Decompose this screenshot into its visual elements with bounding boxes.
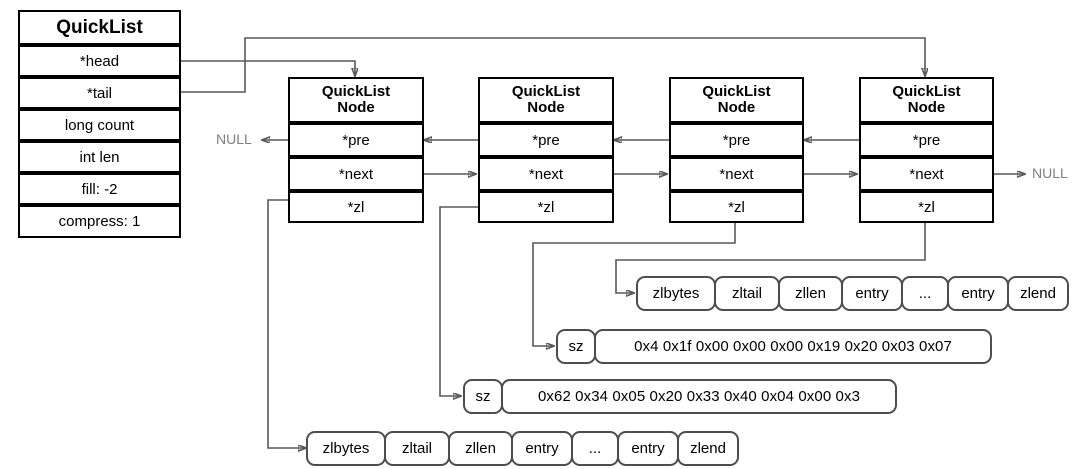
ziplist-1-cell-entry-first: entry bbox=[841, 276, 903, 311]
node-3-next[interactable]: *next bbox=[669, 157, 804, 191]
node-2-title: QuickList Node bbox=[478, 77, 614, 123]
ziplist-2-cell-entry-first: entry bbox=[511, 431, 573, 466]
node-2-title-line2: Node bbox=[527, 99, 565, 116]
sz-block-2-bytes: 0x62 0x34 0x05 0x20 0x33 0x40 0x04 0x00 … bbox=[501, 379, 897, 414]
node-1-title: QuickList Node bbox=[288, 77, 424, 123]
null-label-right: NULL bbox=[1032, 165, 1068, 181]
quicklist-field-count: long count bbox=[18, 109, 181, 141]
wire-n4zl-ziplist1 bbox=[615, 221, 926, 293]
wire-n1zl-ziplist2 bbox=[267, 199, 306, 448]
ziplist-1-cell-zlend: zlend bbox=[1007, 276, 1069, 311]
wire-head-to-node1 bbox=[181, 60, 355, 76]
node-4-title: QuickList Node bbox=[859, 77, 994, 123]
node-2-pre[interactable]: *pre bbox=[478, 123, 614, 157]
node-4-next[interactable]: *next bbox=[859, 157, 994, 191]
ziplist-1-cell-zlbytes: zlbytes bbox=[636, 276, 716, 311]
wire-tail-to-node4 bbox=[181, 37, 925, 93]
ziplist-2-cell-entry-last: entry bbox=[617, 431, 679, 466]
quicklist-field-tail[interactable]: *tail bbox=[18, 77, 181, 109]
node-2-next[interactable]: *next bbox=[478, 157, 614, 191]
node-3-pre[interactable]: *pre bbox=[669, 123, 804, 157]
node-1-next[interactable]: *next bbox=[288, 157, 424, 191]
quicklist-field-head[interactable]: *head bbox=[18, 45, 181, 77]
quicklist-field-compress: compress: 1 bbox=[18, 205, 181, 238]
ziplist-2-cell-zlend: zlend bbox=[677, 431, 739, 466]
quicklist-field-len: int len bbox=[18, 141, 181, 173]
node-2-title-line1: QuickList bbox=[511, 83, 581, 101]
node-4-title-line2: Node bbox=[907, 99, 946, 116]
node-4-zl[interactable]: *zl bbox=[859, 191, 994, 223]
node-1-pre[interactable]: *pre bbox=[288, 123, 424, 157]
node-1-title-line2: Node bbox=[337, 99, 375, 116]
sz-block-1-label: sz bbox=[556, 329, 596, 364]
ziplist-1-cell-zllen: zllen bbox=[778, 276, 843, 311]
node-1-zl[interactable]: *zl bbox=[288, 191, 424, 223]
ziplist-1-cell-zltail: zltail bbox=[714, 276, 780, 311]
quicklist-field-fill: fill: -2 bbox=[18, 173, 181, 205]
ziplist-2-cell-ellipsis: ... bbox=[571, 431, 619, 466]
sz-block-2-label: sz bbox=[463, 379, 503, 414]
ziplist-2-cell-zlbytes: zlbytes bbox=[306, 431, 386, 466]
node-4-title-line1: QuickList bbox=[892, 83, 961, 101]
node-4-pre[interactable]: *pre bbox=[859, 123, 994, 157]
wire-n3zl-sz1 bbox=[532, 221, 736, 346]
sz-block-1-bytes: 0x4 0x1f 0x00 0x00 0x00 0x19 0x20 0x03 0… bbox=[594, 329, 992, 364]
ziplist-2-cell-zllen: zllen bbox=[448, 431, 513, 466]
ziplist-1-cell-ellipsis: ... bbox=[901, 276, 949, 311]
node-2-zl[interactable]: *zl bbox=[478, 191, 614, 223]
quicklist-title: QuickList bbox=[18, 10, 181, 45]
wire-n2zl-sz2 bbox=[439, 206, 478, 396]
ziplist-2-cell-zltail: zltail bbox=[384, 431, 450, 466]
ziplist-1-cell-entry-last: entry bbox=[947, 276, 1009, 311]
node-1-title-line1: QuickList bbox=[321, 83, 391, 101]
null-label-left: NULL bbox=[216, 131, 252, 147]
node-3-title-line1: QuickList bbox=[702, 83, 771, 101]
node-3-title-line2: Node bbox=[717, 99, 756, 116]
node-3-title: QuickList Node bbox=[669, 77, 804, 123]
node-3-zl[interactable]: *zl bbox=[669, 191, 804, 223]
